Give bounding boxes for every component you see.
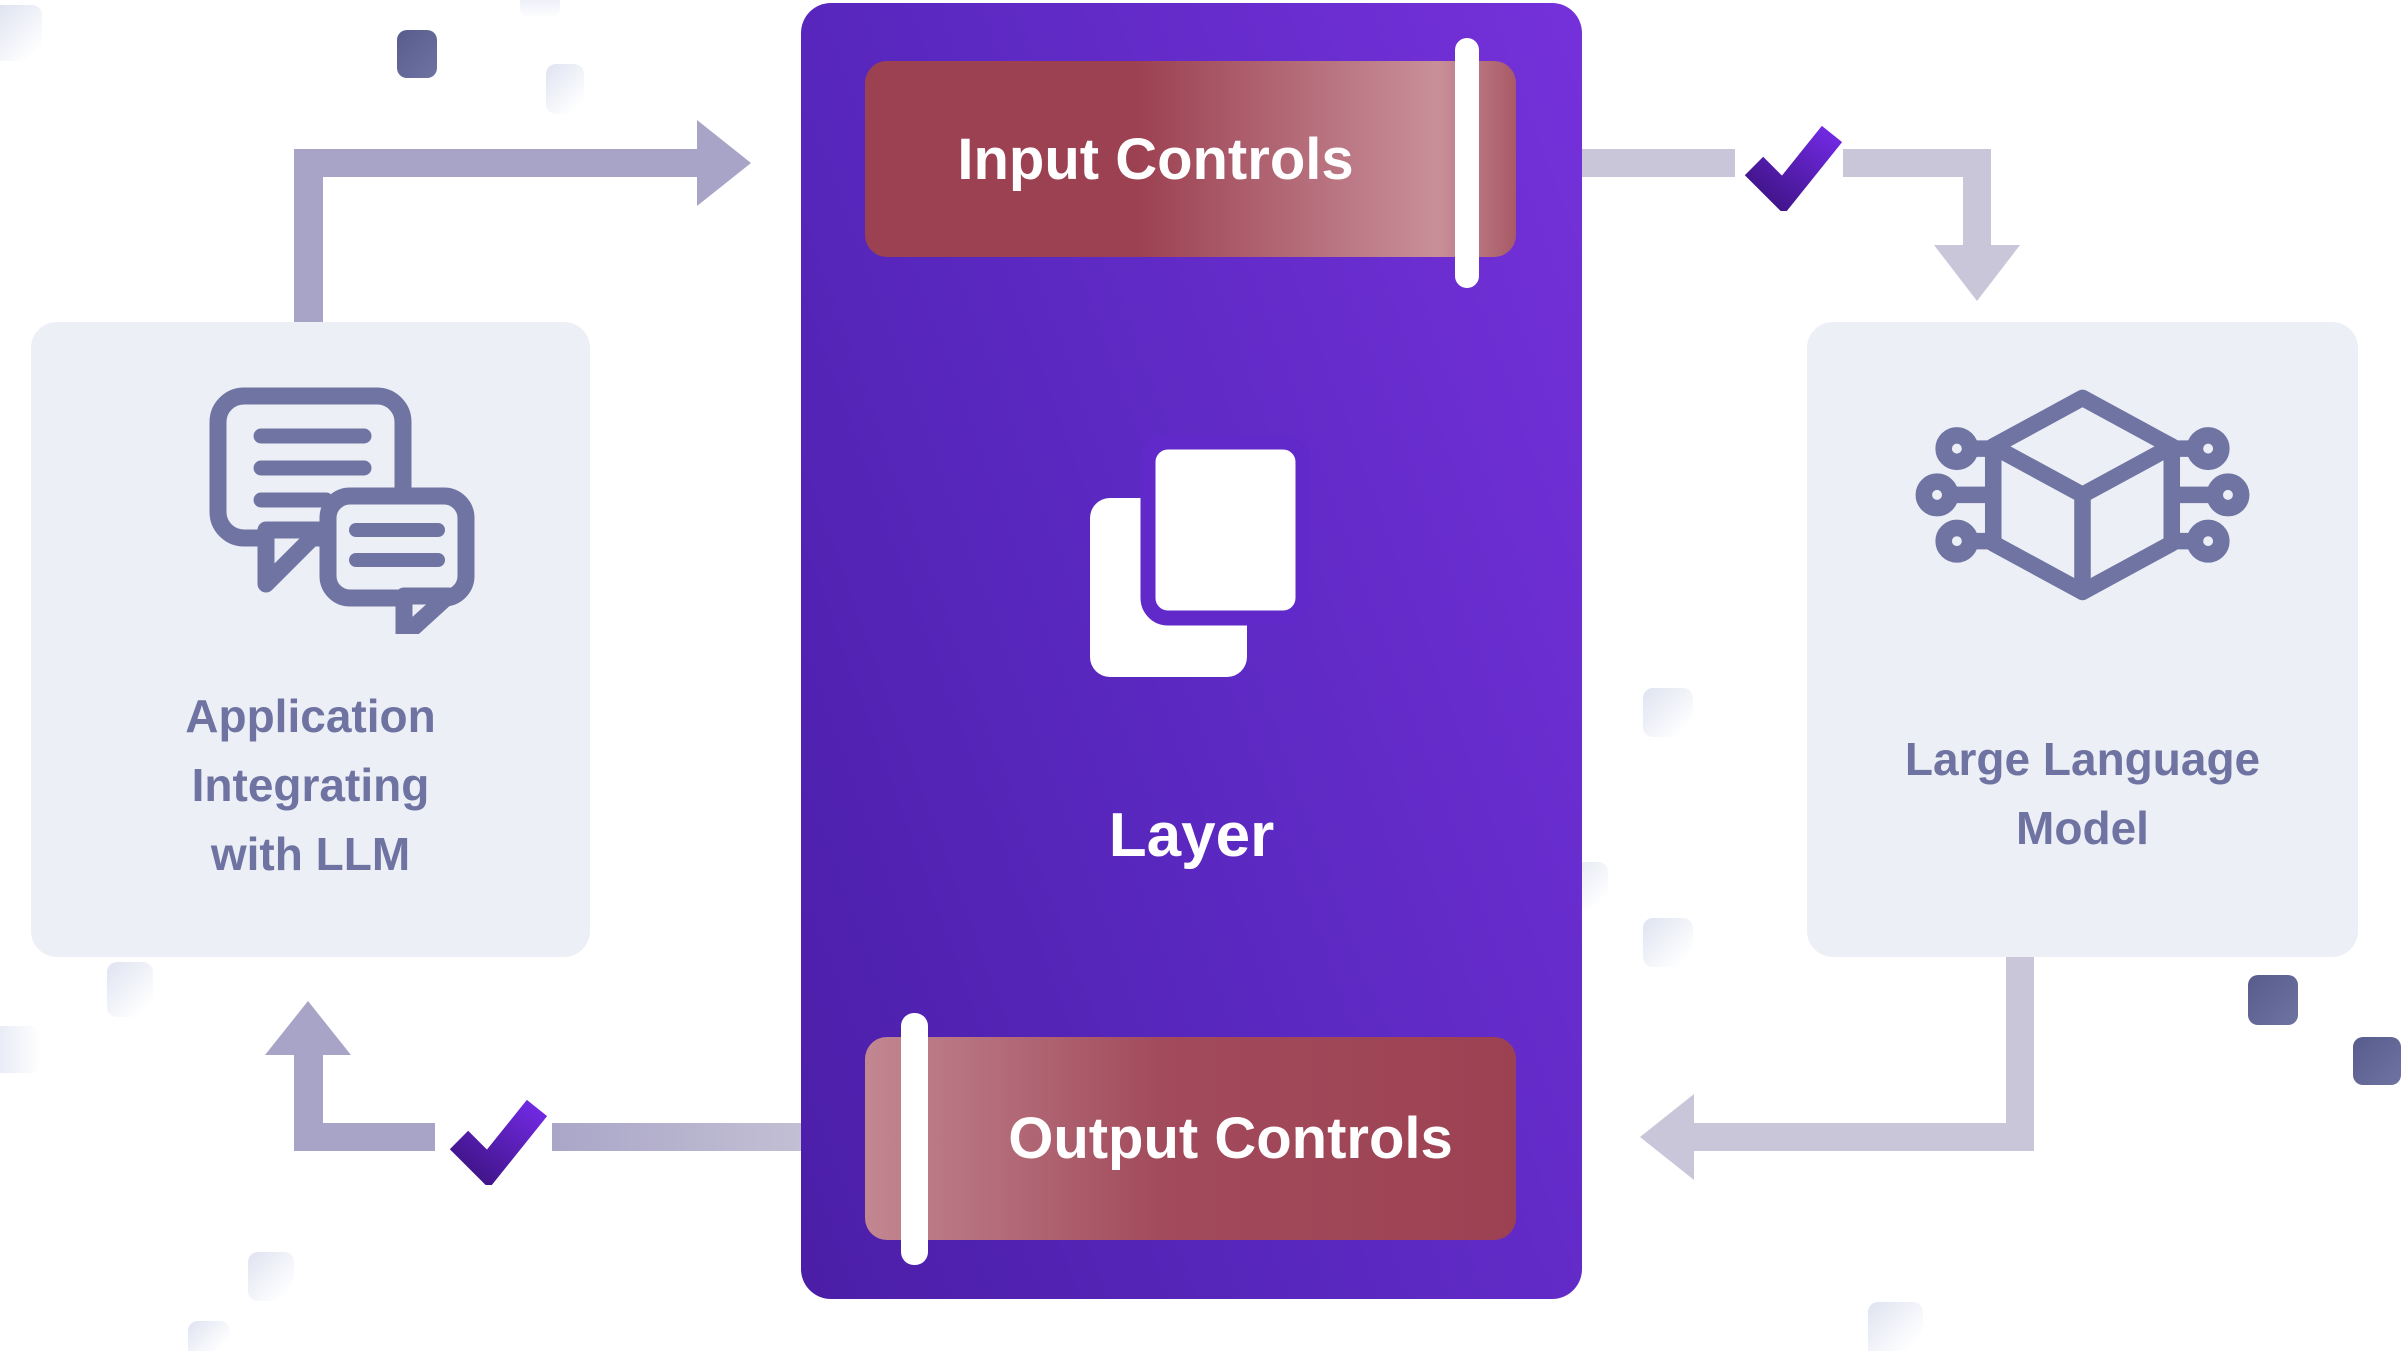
deco-square xyxy=(1643,918,1693,967)
arrowhead-left-icon xyxy=(1640,1094,1694,1180)
label-line: Model xyxy=(2016,802,2149,854)
deco-square xyxy=(546,64,584,114)
arrow-output-to-app-segment2 xyxy=(322,1123,435,1151)
deco-square xyxy=(188,1321,230,1351)
deco-square xyxy=(107,962,153,1017)
llm-box: Large Language Model xyxy=(1807,322,2358,957)
llm-box-label: Large Language Model xyxy=(1807,725,2358,863)
input-controls-label: Input Controls xyxy=(957,126,1354,192)
arrowhead-up-icon xyxy=(265,1001,351,1055)
input-divider-bar xyxy=(1455,38,1479,288)
chat-bubbles-icon xyxy=(206,384,476,645)
arrow-app-to-input-horizontal xyxy=(294,149,697,177)
application-box: Application Integrating with LLM xyxy=(31,322,590,957)
arrow-output-to-app-segment1 xyxy=(552,1123,801,1151)
ai-cube-icon xyxy=(1915,380,2250,628)
label-line: Integrating xyxy=(191,759,430,811)
output-divider-bar xyxy=(901,1013,928,1265)
label-line: Large Language xyxy=(1904,733,2261,785)
deco-square xyxy=(2353,1037,2401,1085)
arrowhead-down-icon xyxy=(1934,245,2020,301)
input-controls-banner: Input Controls xyxy=(865,61,1516,257)
output-controls-banner: Output Controls xyxy=(865,1037,1516,1240)
deco-square xyxy=(1643,688,1693,737)
arrow-llm-to-output-horizontal xyxy=(1694,1123,2034,1151)
deco-square xyxy=(1868,1302,1923,1351)
arrowhead-right-icon xyxy=(697,120,751,206)
deco-square xyxy=(248,1252,294,1301)
output-controls-label: Output Controls xyxy=(1008,1106,1453,1171)
deco-square xyxy=(0,5,42,61)
application-box-label: Application Integrating with LLM xyxy=(31,682,590,889)
checkmark-icon xyxy=(449,1099,547,1185)
layers-icon xyxy=(1082,434,1312,690)
arrow-app-to-input-vertical xyxy=(294,149,323,322)
arrow-input-to-llm-vertical xyxy=(1963,149,1991,245)
deco-square xyxy=(520,0,560,18)
checkmark-icon xyxy=(1744,125,1842,211)
arrow-llm-to-output-vertical xyxy=(2006,957,2034,1148)
layer-title: Layer xyxy=(1108,801,1275,870)
label-line: with LLM xyxy=(210,828,411,880)
deco-square xyxy=(0,1026,41,1073)
deco-square xyxy=(397,30,437,78)
arrow-output-to-app-vertical xyxy=(294,1055,323,1151)
label-line: Application xyxy=(185,690,436,742)
deco-square xyxy=(2248,975,2298,1025)
